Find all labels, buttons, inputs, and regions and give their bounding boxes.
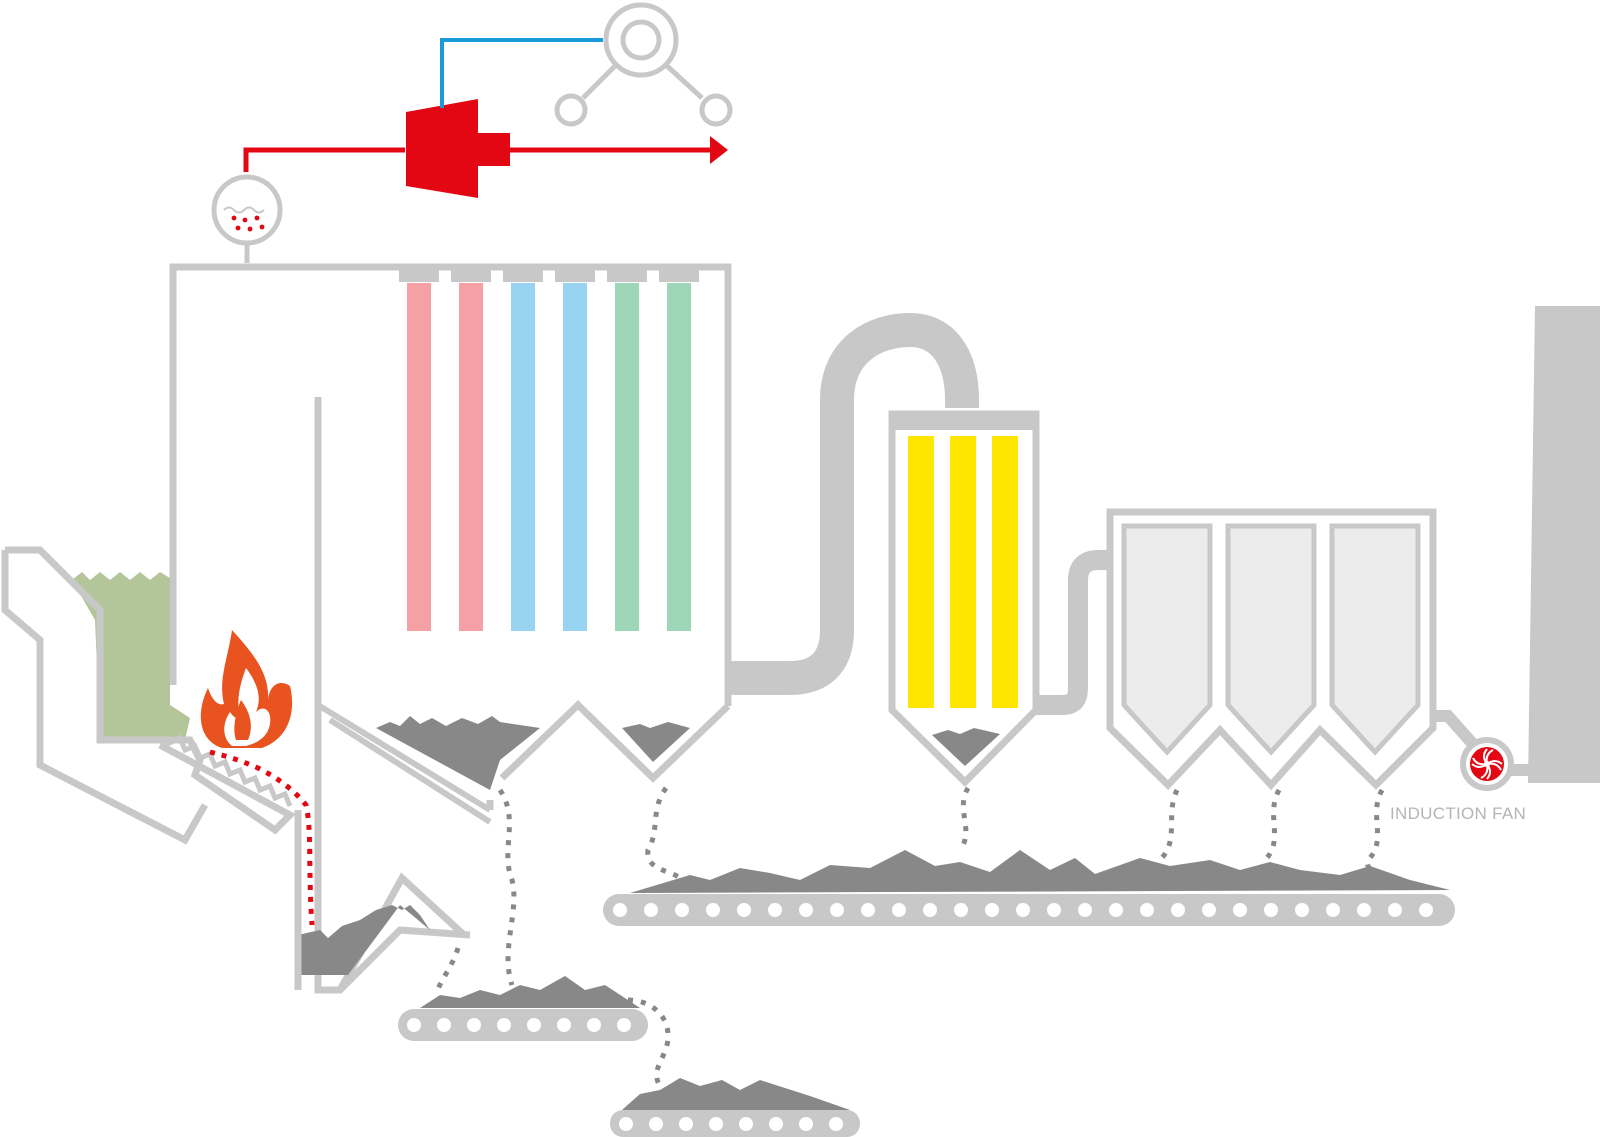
conveyor-rollers [613,903,1433,917]
filter-bag [1329,523,1421,756]
main-conveyor [603,850,1455,926]
chimney-stack [1528,306,1600,783]
conveyor-rollers [407,1018,631,1032]
boiler-hopper-1 [499,700,731,783]
filter-bag [1121,523,1213,756]
conveyor-ash-load [630,850,1450,893]
boiler-tube-headers [399,270,699,282]
boiler-heat-exchanger-tubes [407,283,691,631]
induction-fan-label: INDUCTION FAN [1390,804,1527,823]
steam-circuit [243,38,728,198]
reactor-tube [908,436,934,708]
reactor-ash [932,728,1000,766]
economizer-tube [615,283,639,631]
steam-drum-icon [211,174,283,263]
filter-bag [1225,523,1317,756]
generator-icon [554,2,733,127]
boiler-hopper-lines [316,702,492,825]
feed-grate [163,734,293,807]
turbine-icon [406,99,510,198]
steam-line [243,147,715,172]
conveyor-ash-load [420,976,640,1008]
bag-filter [1106,508,1437,791]
conveyor-rollers [619,1117,843,1131]
boiler-outer-wall [169,263,732,706]
flue-duct-1 [728,312,979,695]
superheater-tube [459,283,483,631]
superheater-tube [407,283,431,631]
evaporator-tube [563,283,587,631]
reactor [888,410,1040,787]
lower-conveyor [610,1078,860,1137]
conveyor-ash-load [622,1078,850,1110]
fuel-feeder [1,546,302,990]
fuel-particle-path [209,749,315,926]
flame-icon [200,630,293,748]
water-line [440,38,603,108]
induction-fan-icon [1460,737,1514,791]
economizer-tube [667,283,691,631]
reactor-tube [992,436,1018,708]
bottom-ash-conveyor [398,976,648,1041]
reactor-tube [950,436,976,708]
steam-arrow-head [710,136,728,164]
boiler-ash [298,716,690,975]
boiler [169,263,732,994]
flue-duct-2 [1036,550,1110,715]
ash-drop-paths [433,786,1385,1088]
evaporator-tube [511,283,535,631]
